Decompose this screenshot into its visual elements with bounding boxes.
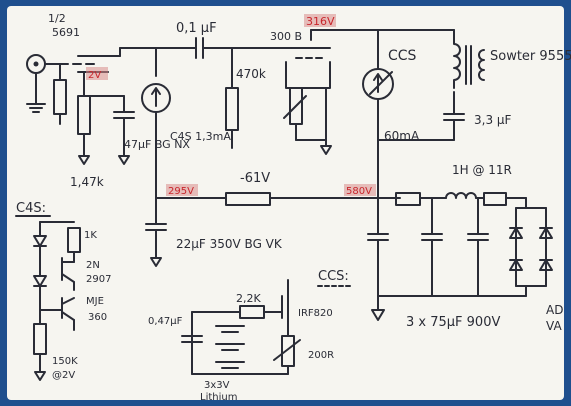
c4s-v-label: @2V: [52, 370, 75, 381]
c4s-q1-label-b: 2907: [86, 274, 111, 285]
c4s-q2-label-a: MJE: [86, 296, 104, 307]
coupling-cap-label: 0,1 μF: [176, 21, 217, 36]
ccs-battery-label-a: 3x3V: [204, 380, 230, 391]
rectifier-bridge: [509, 197, 553, 297]
dropper-resistor: [225, 192, 271, 206]
c4s-r2-label: 150K: [52, 356, 78, 367]
c4s-current-source: [141, 47, 171, 199]
tube-type-label: 5691: [52, 26, 80, 39]
ccs-title: CCS:: [318, 269, 349, 284]
cathode-resistor: [77, 95, 91, 135]
grid-resistor-label: 470k: [236, 67, 266, 81]
choke-label: 1H @ 11R: [452, 163, 512, 177]
output-tube: [283, 29, 379, 155]
grid-resistor: [225, 87, 239, 131]
psu-caps-label: 3 x 75μF 900V: [406, 315, 500, 330]
node-295-label: 295V: [168, 186, 194, 197]
output-tube-label: 300 B: [270, 30, 302, 43]
ccs-detail: [181, 279, 301, 375]
ccs-pot-label: 200R: [308, 350, 334, 361]
node-580-label: 580V: [346, 186, 372, 197]
psu-caps: [367, 197, 527, 321]
c4s-label: C4S 1,3mA: [170, 130, 231, 143]
ccs-battery-label-b: Lithium: [200, 392, 237, 403]
grid-bias-label: -61V: [240, 171, 270, 186]
cathode-resistor-label: 1,47k: [70, 175, 104, 189]
schematic-paper: 2V 1/2 5691 47μF BG NX 1,47k C4S 1,3mA 0…: [7, 6, 571, 403]
amplifier-schematic: 2V 1/2 5691 47μF BG NX 1,47k C4S 1,3mA 0…: [15, 12, 571, 403]
cathode-cap-label: 47μF BG NX: [124, 138, 190, 151]
edge-label-b: VA: [546, 319, 562, 333]
plate-ccs: [362, 29, 394, 199]
output-transformer: [453, 29, 485, 89]
c4s-title: C4S:: [16, 201, 46, 216]
ccs-cap-label: 0,47μF: [148, 316, 183, 327]
cathode-voltage-label: 2V: [88, 70, 101, 81]
c4s-r1-label: 1K: [84, 230, 97, 241]
ccs-r-label: 2,2K: [236, 292, 261, 305]
c4s-detail: [33, 221, 81, 381]
transformer-label: Sowter 9555: [490, 49, 571, 64]
tube-fraction-label: 1/2: [48, 12, 66, 25]
edge-label-a: AD: [546, 303, 563, 317]
transformer-cap-label: 3,3 μF: [474, 113, 512, 127]
ccs-top-label: CCS: [388, 48, 417, 64]
input-jack: [26, 54, 46, 113]
bypass-cap-label: 22μF 350V BG VK: [176, 237, 283, 251]
c4s-q1-label-a: 2N: [86, 260, 100, 271]
c4s-q2-label-b: 360: [88, 312, 107, 323]
plate-voltage-label: 316V: [306, 15, 335, 28]
ccs-fet-label: IRF820: [298, 308, 333, 319]
input-grid-resistor: [53, 79, 67, 115]
